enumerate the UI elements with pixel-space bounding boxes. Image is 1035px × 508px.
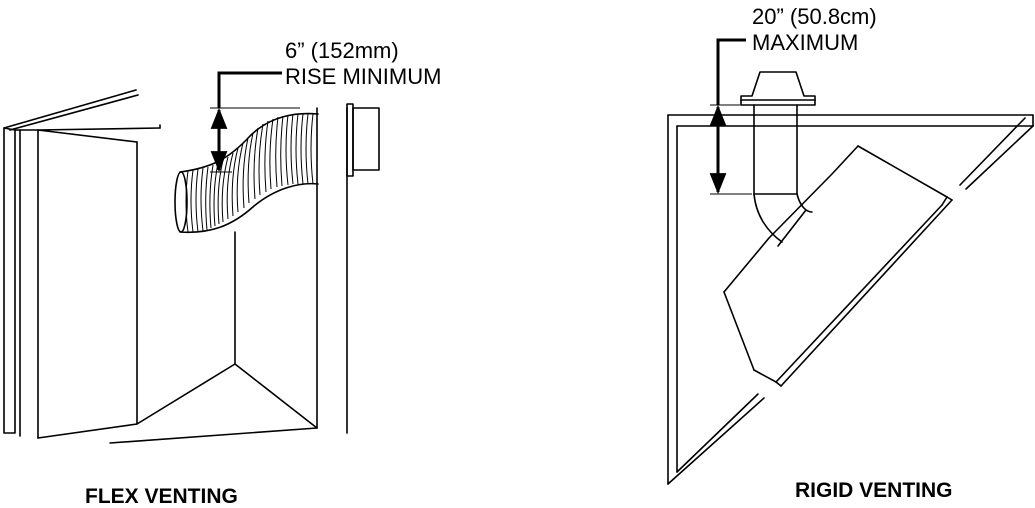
rigid-venting-illustration [667,38,1034,485]
rigid-max-dimension [709,38,752,195]
flex-dimension-value: 6” (152mm) [285,38,399,63]
corner-walls [667,114,1034,485]
rigid-duct [753,104,813,243]
flex-duct [174,112,319,234]
angled-dryer [723,145,953,387]
dryer-cabinet [3,89,318,439]
flex-venting-illustration [3,71,380,444]
rigid-caption: RIGID VENTING [795,479,953,502]
rigid-dimension-note: MAXIMUM [752,30,858,55]
roof-cap [740,71,816,106]
flex-rise-dimension [210,71,300,173]
rigid-dimension-value: 20” (50.8cm) [752,4,877,29]
wall-vent-hood [346,103,380,177]
flex-dimension-note: RISE MINIMUM [285,64,441,89]
flex-caption: FLEX VENTING [85,485,238,508]
